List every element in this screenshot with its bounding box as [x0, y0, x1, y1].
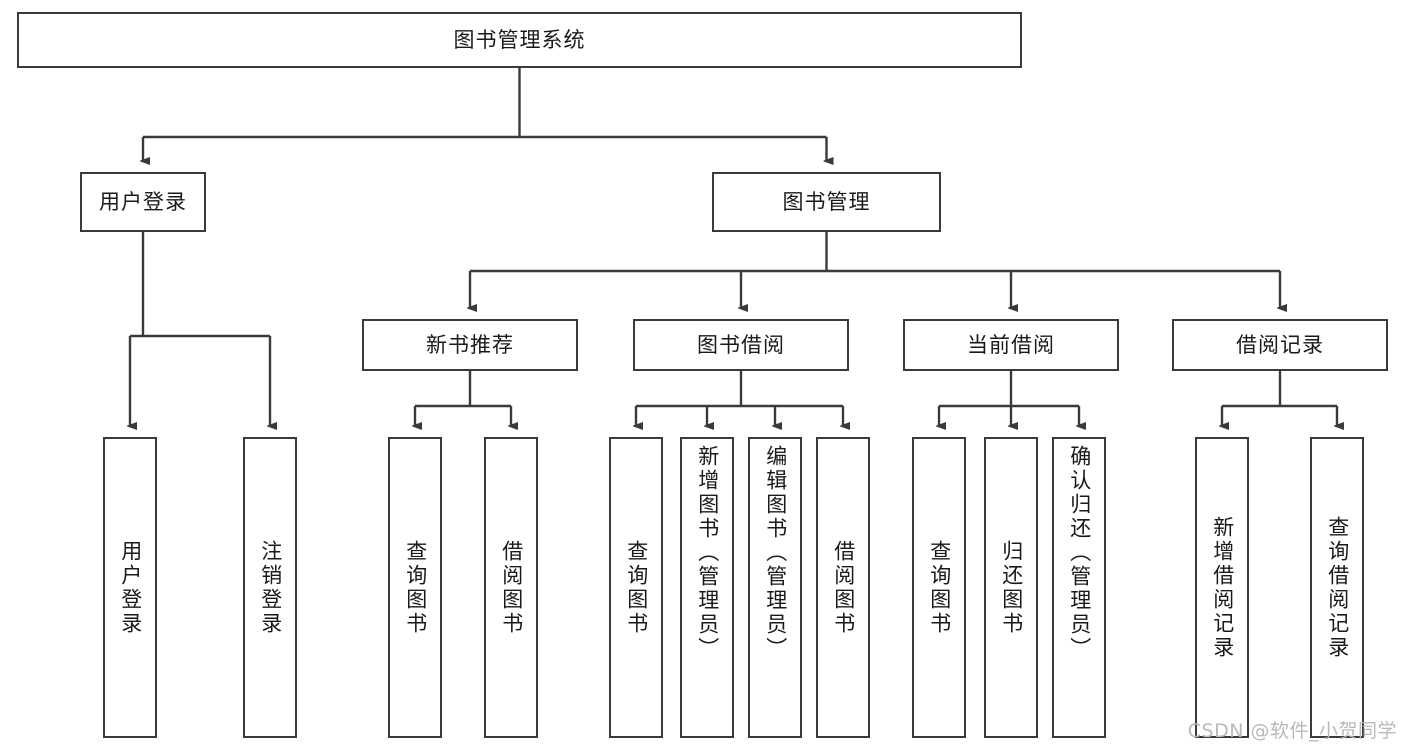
node-leaf-user-login[interactable]: 用户登录	[103, 437, 157, 738]
node-label: 查询借阅记录	[1325, 515, 1350, 660]
node-book-borrow[interactable]: 图书借阅	[633, 319, 849, 371]
node-leaf-add-book[interactable]: 新增图书（管理员）	[680, 437, 734, 738]
node-label: 用户登录	[99, 189, 187, 214]
node-label: 用户登录	[118, 539, 143, 636]
node-leaf-query-book-2[interactable]: 查询图书	[609, 437, 663, 738]
node-root[interactable]: 图书管理系统	[17, 12, 1022, 68]
node-label: 查询图书	[927, 539, 952, 636]
node-label: 编辑图书（管理员）	[763, 445, 788, 661]
node-current-borrow[interactable]: 当前借阅	[903, 319, 1119, 371]
node-label: 注销登录	[258, 539, 283, 636]
node-leaf-edit-book[interactable]: 编辑图书（管理员）	[748, 437, 802, 738]
node-label: 新书推荐	[426, 332, 514, 357]
node-label: 借阅图书	[499, 539, 524, 636]
node-label: 当前借阅	[967, 332, 1055, 357]
watermark: CSDN @软件_小贺同学	[1187, 720, 1397, 742]
node-leaf-borrow-book-1[interactable]: 借阅图书	[484, 437, 538, 738]
node-label: 图书管理系统	[453, 27, 586, 52]
node-label: 借阅记录	[1236, 332, 1324, 357]
node-label: 查询图书	[624, 539, 649, 636]
node-leaf-user-logout[interactable]: 注销登录	[243, 437, 297, 738]
node-leaf-return-book[interactable]: 归还图书	[984, 437, 1038, 738]
node-label: 归还图书	[999, 539, 1024, 636]
node-leaf-confirm-return[interactable]: 确认归还（管理员）	[1052, 437, 1106, 738]
node-leaf-query-book-3[interactable]: 查询图书	[912, 437, 966, 738]
node-label: 图书管理	[782, 189, 871, 214]
node-label: 查询图书	[403, 539, 428, 636]
node-label: 新增借阅记录	[1210, 515, 1235, 660]
node-new-book-recommend[interactable]: 新书推荐	[362, 319, 578, 371]
node-label: 借阅图书	[831, 539, 856, 636]
node-label: 确认归还（管理员）	[1067, 445, 1092, 661]
node-book-manage[interactable]: 图书管理	[712, 172, 941, 232]
node-user-login[interactable]: 用户登录	[80, 172, 206, 232]
node-label: 图书借阅	[697, 332, 785, 357]
node-leaf-query-record[interactable]: 查询借阅记录	[1310, 437, 1364, 738]
node-borrow-record[interactable]: 借阅记录	[1172, 319, 1388, 371]
node-leaf-query-book-1[interactable]: 查询图书	[388, 437, 442, 738]
node-leaf-add-record[interactable]: 新增借阅记录	[1195, 437, 1249, 738]
node-label: 新增图书（管理员）	[695, 445, 720, 661]
node-leaf-borrow-book-2[interactable]: 借阅图书	[816, 437, 870, 738]
